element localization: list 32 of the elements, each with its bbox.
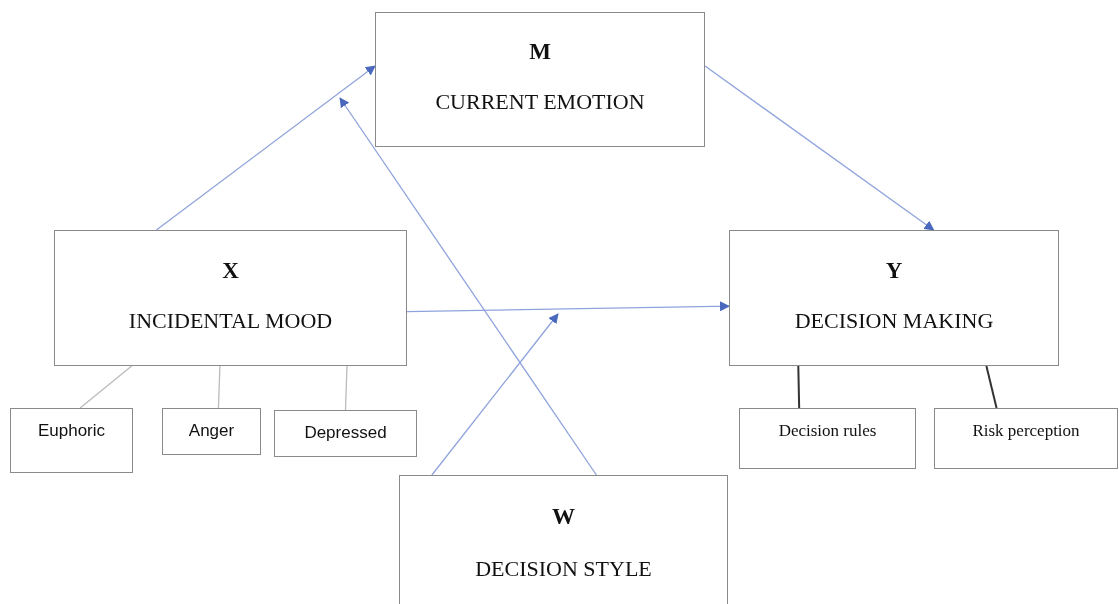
- factor-box: [739, 408, 916, 469]
- variable-letter: W: [552, 503, 575, 529]
- connector-line: [344, 365, 348, 411]
- factor-box: [274, 410, 417, 457]
- connector-line: [217, 365, 221, 409]
- factor-box: [934, 408, 1118, 469]
- factor-label: Risk perception: [972, 421, 1080, 442]
- variable-name: INCIDENTAL MOOD: [128, 308, 333, 335]
- variable-box: [399, 475, 728, 604]
- variable-letter: M: [529, 39, 551, 65]
- factor-box: [162, 408, 261, 455]
- variable-box: [729, 230, 1059, 366]
- variable-name: DECISION MAKING: [794, 308, 994, 335]
- arrow: [431, 313, 559, 476]
- factor-label: Anger: [188, 421, 235, 442]
- factor-label: Decision rules: [778, 421, 877, 442]
- factor-label: Euphoric: [37, 421, 106, 442]
- arrow: [155, 65, 376, 231]
- variable-letter: X: [222, 257, 239, 283]
- arrow: [406, 301, 730, 313]
- variable-name: CURRENT EMOTION: [435, 89, 645, 116]
- variable-box: [54, 230, 407, 366]
- connector-line: [797, 365, 801, 409]
- connector-line: [79, 365, 133, 409]
- variable-name: DECISION STYLE: [475, 556, 652, 583]
- variable-letter: Y: [885, 257, 903, 283]
- arrow: [339, 97, 598, 476]
- variable-box: [375, 12, 705, 147]
- connector-line: [985, 365, 998, 409]
- arrow: [704, 65, 935, 231]
- factor-box: [10, 408, 133, 473]
- factor-label: Depressed: [304, 423, 387, 444]
